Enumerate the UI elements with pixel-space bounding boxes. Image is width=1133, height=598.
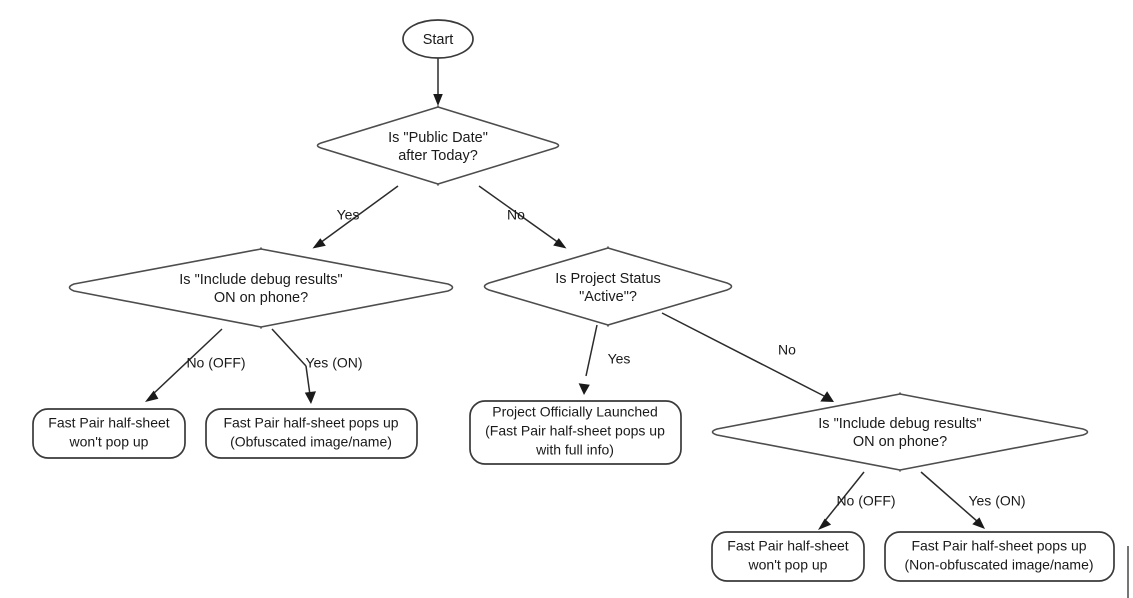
debug-right-label-line2: ON on phone? — [853, 434, 947, 450]
arrowhead-public-date-no — [553, 238, 567, 249]
edge-label-public-date-yes: Yes — [337, 207, 360, 223]
result-left-off-line2: won't pop up — [69, 434, 149, 450]
node-decision-debug-right[interactable]: Is "Include debug results" ON on phone? — [711, 392, 1089, 472]
result-launched-line2: (Fast Pair half-sheet pops up — [485, 423, 665, 439]
edge-line-public-date-no — [478, 185, 560, 244]
edge-start-to-public-date — [433, 58, 443, 106]
result-right-on-line1: Fast Pair half-sheet pops up — [911, 538, 1086, 554]
node-decision-debug-left[interactable]: Is "Include debug results" ON on phone? — [68, 247, 454, 329]
node-result-right-on[interactable]: Fast Pair half-sheet pops up (Non-obfusc… — [884, 531, 1115, 582]
edge-line-project-status-yes — [585, 324, 598, 377]
arrowhead-debug-left-off — [145, 390, 159, 402]
edge-label-debug-left-on: Yes (ON) — [305, 355, 362, 371]
edge-line-debug-left-on-seg2 — [305, 365, 311, 396]
edge-label-debug-right-off: No (OFF) — [836, 493, 895, 509]
start-ellipse-shape — [402, 19, 474, 59]
result-launched-box-shape — [469, 400, 682, 465]
edge-public-date-no: No — [478, 185, 567, 249]
result-left-on-line2: (Obfuscated image/name) — [230, 434, 392, 450]
arrowhead-start-public-date — [433, 94, 443, 106]
result-launched-line3: with full info) — [535, 442, 614, 458]
edge-debug-right-on: Yes (ON) — [920, 471, 1026, 529]
edge-debug-left-on: Yes (ON) — [271, 328, 363, 404]
project-status-label-line1: Is Project Status — [555, 271, 661, 287]
edges-layer: Yes No No (OFF) Yes (ON) — [145, 58, 1026, 530]
node-start[interactable]: Start — [402, 19, 474, 59]
result-left-off-box-shape — [32, 408, 186, 459]
nodes-layer: Start Is "Public Date" after Today? Is "… — [32, 19, 1115, 582]
edge-label-public-date-no: No — [507, 207, 525, 223]
debug-right-diamond-shape — [711, 392, 1089, 472]
edge-line-public-date-yes — [319, 185, 399, 244]
arrowhead-debug-left-on — [304, 391, 316, 404]
edge-debug-left-off: No (OFF) — [145, 328, 246, 402]
start-label: Start — [423, 32, 454, 48]
edge-public-date-yes: Yes — [312, 185, 399, 249]
debug-left-label-line2: ON on phone? — [214, 290, 308, 306]
debug-left-label-line1: Is "Include debug results" — [179, 272, 342, 288]
node-result-right-off[interactable]: Fast Pair half-sheet won't pop up — [711, 531, 865, 582]
node-decision-project-status[interactable]: Is Project Status "Active"? — [483, 246, 733, 327]
edge-debug-right-off: No (OFF) — [818, 471, 896, 530]
edge-project-status-yes: Yes — [578, 324, 631, 395]
public-date-label-line2: after Today? — [398, 148, 478, 164]
result-right-on-line2: (Non-obfuscated image/name) — [904, 557, 1093, 573]
public-date-label-line1: Is "Public Date" — [388, 130, 488, 146]
result-right-off-box-shape — [711, 531, 865, 582]
debug-left-diamond-shape — [68, 247, 454, 329]
edge-label-project-status-yes: Yes — [608, 351, 631, 367]
edge-project-status-no: No — [661, 312, 834, 402]
project-status-diamond-shape — [483, 246, 733, 327]
arrowhead-public-date-yes — [312, 238, 326, 249]
result-right-on-box-shape — [884, 531, 1115, 582]
arrowhead-project-status-no — [820, 391, 834, 402]
edge-label-debug-left-off: No (OFF) — [186, 355, 245, 371]
arrowhead-debug-right-on — [972, 517, 985, 529]
edge-line-debug-right-off — [823, 471, 865, 523]
node-result-left-off[interactable]: Fast Pair half-sheet won't pop up — [32, 408, 186, 459]
result-right-off-line2: won't pop up — [748, 557, 828, 573]
node-result-left-on[interactable]: Fast Pair half-sheet pops up (Obfuscated… — [205, 408, 418, 459]
edge-line-debug-left-on-seg1 — [271, 328, 307, 367]
debug-right-label-line1: Is "Include debug results" — [818, 416, 981, 432]
arrowhead-debug-right-off — [818, 518, 832, 530]
result-left-on-line1: Fast Pair half-sheet pops up — [223, 415, 398, 431]
result-left-off-line1: Fast Pair half-sheet — [48, 415, 169, 431]
edge-label-project-status-no: No — [778, 342, 796, 358]
edge-label-debug-right-on: Yes (ON) — [968, 493, 1025, 509]
result-left-on-box-shape — [205, 408, 418, 459]
project-status-label-line2: "Active"? — [579, 289, 637, 305]
result-right-off-line1: Fast Pair half-sheet — [727, 538, 848, 554]
edge-line-debug-right-on — [920, 471, 979, 523]
edge-line-debug-left-off — [151, 328, 223, 396]
node-decision-public-date[interactable]: Is "Public Date" after Today? — [316, 105, 560, 186]
public-date-diamond-shape — [316, 105, 560, 186]
edge-line-project-status-no — [661, 312, 827, 398]
node-result-launched[interactable]: Project Officially Launched (Fast Pair h… — [469, 400, 682, 465]
arrowhead-project-status-yes — [578, 383, 590, 395]
result-launched-line1: Project Officially Launched — [492, 404, 658, 420]
